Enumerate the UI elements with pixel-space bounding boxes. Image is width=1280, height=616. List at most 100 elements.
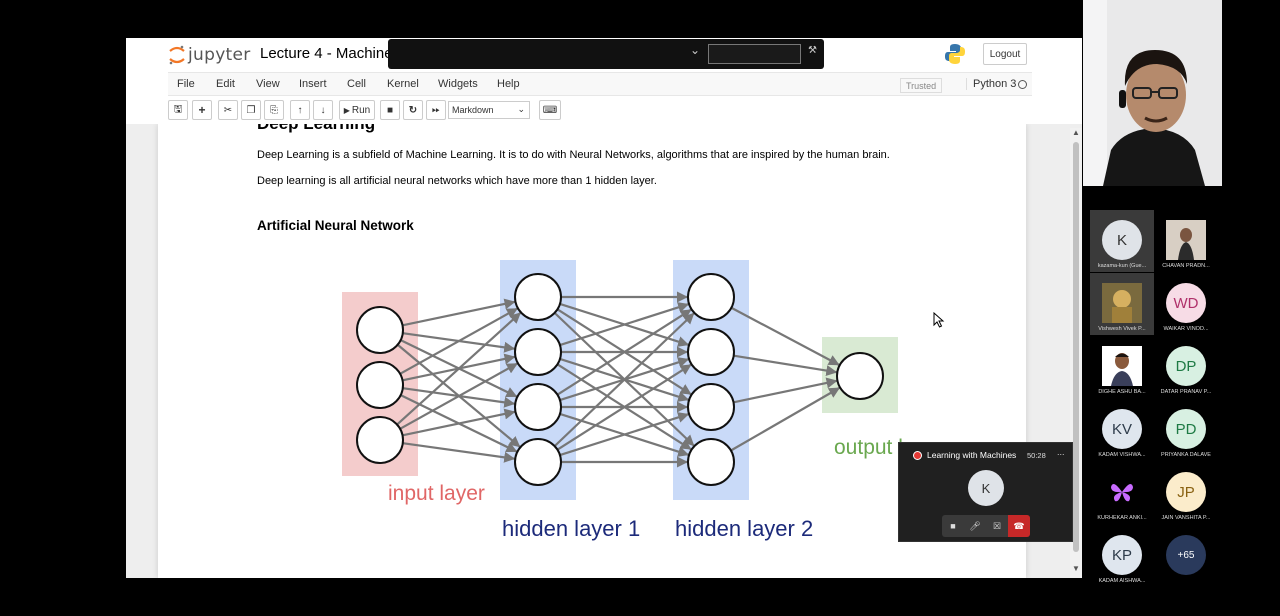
participant-name: KADAM VISHWA... (1098, 452, 1146, 458)
connection-edge (559, 412, 690, 457)
restart-icon[interactable]: ↻ (403, 100, 423, 120)
participant-tile[interactable]: DIGHE ASHU BA... (1090, 336, 1154, 398)
cell-type-value: Markdown (452, 105, 494, 115)
connection-edge (559, 302, 690, 347)
run-button[interactable]: ▶︎ Run (339, 100, 375, 120)
section-heading: Deep Learning (257, 124, 375, 134)
notebook-header: jupyter Lecture 4 - Machine ⌄ ⚒ Logout (126, 38, 1082, 72)
participant-name: JAIN VANSHITA P... (1161, 515, 1211, 521)
scrollbar-thumb[interactable] (1073, 142, 1079, 552)
neuron-node (514, 383, 562, 431)
neuron-node (687, 438, 735, 486)
butterfly-icon (1102, 472, 1142, 512)
microphone-icon[interactable]: 🎤︎ (969, 520, 981, 531)
copy-icon[interactable]: ❐ (241, 100, 261, 120)
portrait-photo (1102, 346, 1142, 386)
participant-tile[interactable]: +65 (1154, 525, 1218, 587)
connection-edge (399, 307, 519, 375)
connection-edge (402, 408, 516, 437)
participant-name: CHAVAN PRADN... (1162, 263, 1210, 269)
mouse-cursor-icon (933, 312, 945, 328)
kernel-name[interactable]: Python 3 (966, 78, 1016, 90)
participant-tile[interactable]: DP DATAR PRANAV P... (1154, 336, 1218, 398)
connection-edge (396, 311, 522, 426)
menu-file[interactable]: File (177, 78, 195, 90)
person-photo (1166, 220, 1206, 260)
layer-label-3: hidden layer 2 (675, 516, 813, 541)
connection-edge (730, 306, 841, 367)
markdown-cell[interactable]: Deep Learning Deep Learning is a subfiel… (158, 124, 1026, 578)
menu-edit[interactable]: Edit (216, 78, 235, 90)
connection-edge (556, 308, 693, 396)
page-scrollbar[interactable]: ▲ ▼ (1070, 128, 1082, 578)
move-down-icon[interactable]: ↓ (313, 100, 333, 120)
participant-name: DATAR PRANAV P... (1160, 389, 1212, 395)
neuron-node (836, 352, 884, 400)
cell-type-select[interactable]: Markdown ⌄ (448, 101, 530, 119)
layer-label-1: input layer (388, 482, 485, 505)
more-options-icon[interactable]: ... (1057, 447, 1065, 457)
participant-tile[interactable]: CHAVAN PRADN... (1154, 210, 1218, 272)
participant-tile[interactable]: KURHEKAR ANKI... (1090, 462, 1154, 524)
participant-avatar: DP (1166, 346, 1206, 386)
meeting-mini-window[interactable]: Learning with Machines 50:28 ... K ■ 🎤︎ … (898, 442, 1073, 542)
scroll-down-icon[interactable]: ▼ (1072, 564, 1080, 573)
pin-icon[interactable]: ⚒ (808, 45, 817, 56)
jupyter-logo-text: jupyter (188, 45, 251, 65)
participant-tile[interactable]: Vishwesh Vivek P... (1090, 273, 1154, 335)
fast-forward-icon[interactable]: ⏩︎ (426, 100, 446, 120)
connection-edge (402, 442, 516, 463)
menu-insert[interactable]: Insert (299, 78, 327, 90)
neuron-node (687, 273, 735, 321)
menu-kernel[interactable]: Kernel (387, 78, 419, 90)
presenter-video[interactable] (1083, 0, 1222, 186)
decor-photo (1102, 283, 1142, 323)
neuron-node (514, 328, 562, 376)
menu-bar: File Edit View Insert Cell Kernel Widget… (168, 72, 1032, 96)
paste-icon[interactable]: ⎘ (264, 100, 284, 120)
menu-help[interactable]: Help (497, 78, 520, 90)
meeting-title: Learning with Machines (927, 450, 1017, 460)
screen-share-bar: ⌄ ⚒ (388, 39, 824, 69)
share-screen-icon[interactable]: ☒ (992, 520, 1002, 531)
participant-avatar: WD (1166, 283, 1206, 323)
trusted-badge[interactable]: Trusted (900, 78, 943, 93)
cut-icon[interactable]: ✂ (218, 100, 238, 120)
notebook-title[interactable]: Lecture 4 - Machine (260, 45, 393, 62)
keyboard-icon[interactable]: ⌨ (539, 100, 561, 120)
jupyter-logo[interactable]: jupyter (168, 42, 251, 68)
connection-edge (399, 362, 519, 430)
run-label: Run (351, 104, 371, 116)
share-bar-field[interactable] (708, 44, 801, 64)
chevron-down-icon: ⌄ (517, 104, 525, 114)
participant-avatar: PD (1166, 409, 1206, 449)
chevron-down-icon[interactable]: ⌄ (690, 43, 701, 57)
stop-icon[interactable]: ■ (380, 100, 400, 120)
connection-edge (733, 377, 838, 404)
move-up-icon[interactable]: ↑ (290, 100, 310, 120)
scroll-up-icon[interactable]: ▲ (1072, 128, 1080, 137)
neuron-node (514, 273, 562, 321)
menu-view[interactable]: View (256, 78, 280, 90)
jupyter-logo-icon (169, 45, 185, 65)
connection-edge (730, 386, 841, 452)
paragraph-2: Deep learning is all artificial neural n… (257, 175, 657, 187)
add-cell-icon[interactable]: + (192, 100, 212, 120)
notebook-toolbar: 🖫 + ✂ ❐ ⎘ ↑ ↓ ▶︎ Run ■ ↻ ⏩︎ Markdown ⌄ ⌨ (168, 98, 1032, 124)
camera-icon[interactable]: ■ (950, 521, 956, 531)
subheading: Artificial Neural Network (257, 218, 414, 233)
save-icon[interactable]: 🖫 (168, 100, 188, 120)
neuron-node (356, 361, 404, 409)
menu-widgets[interactable]: Widgets (438, 78, 478, 90)
menu-cell[interactable]: Cell (347, 78, 366, 90)
end-call-icon[interactable]: ☎︎ (1008, 515, 1030, 537)
logout-button[interactable]: Logout (983, 43, 1027, 65)
neuron-node (514, 438, 562, 486)
